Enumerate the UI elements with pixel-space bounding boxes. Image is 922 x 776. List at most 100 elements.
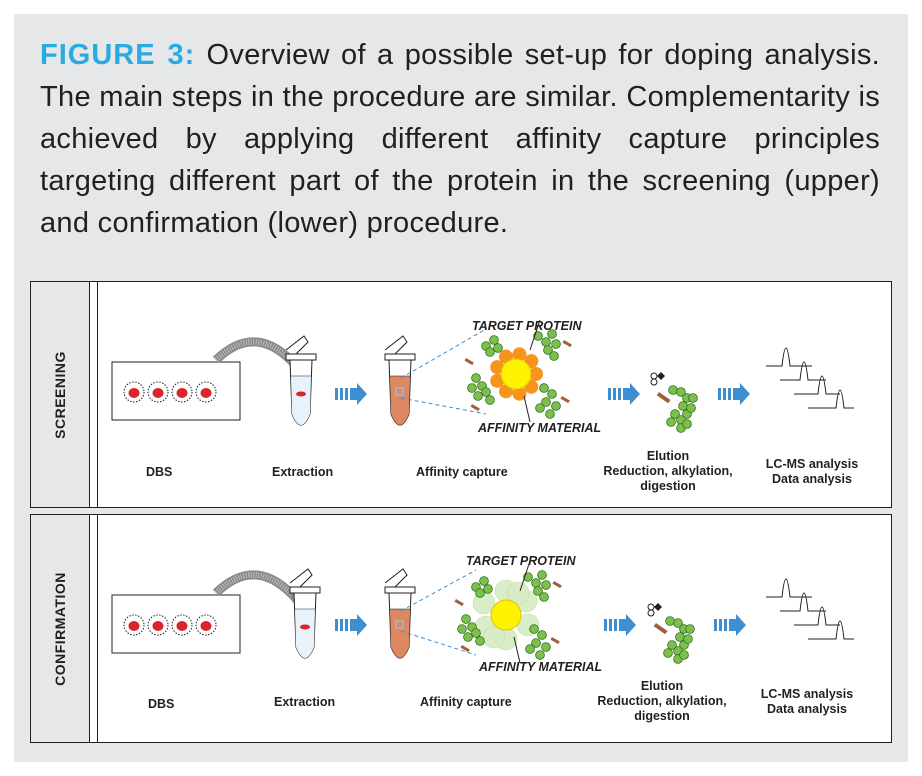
tube-liquid [390, 376, 410, 425]
data-analysis-line: Data analysis [767, 702, 847, 716]
target-protein [467, 373, 495, 405]
blood-spot [200, 388, 212, 398]
scissors-icon [650, 378, 658, 386]
affinity-bead [490, 599, 522, 631]
tube-cap [384, 335, 408, 355]
linker [550, 636, 560, 645]
linker [562, 340, 572, 348]
capture-window [395, 620, 404, 629]
antibody-ligand [482, 625, 506, 649]
protein-residue [678, 401, 688, 411]
scissors-icon [657, 372, 665, 380]
ligand-petal [529, 367, 543, 381]
screening-illustration [111, 319, 854, 433]
target-protein [535, 383, 561, 419]
figure-label: FIGURE 3: [40, 39, 196, 71]
tube-rim [384, 586, 416, 594]
chromatogram-trace [766, 578, 812, 598]
extraction-tube [285, 335, 317, 426]
confirmation-workflow: DBS Extraction Affinity capture Elution … [97, 515, 891, 742]
arrow-stripe [340, 388, 343, 400]
tube-cap [285, 335, 309, 355]
affinity-complex [464, 319, 572, 423]
arrow-stripe [618, 388, 621, 400]
digested-protein [647, 603, 695, 664]
protein-residue [541, 337, 551, 347]
arrow-stripe [335, 388, 338, 400]
scissors-icon [647, 609, 655, 617]
protein-residue [535, 650, 545, 660]
confirmation-side-label: CONFIRMATION [52, 571, 68, 686]
linker [464, 358, 474, 366]
protein-residue [686, 403, 696, 413]
arrow-head [350, 383, 367, 405]
extraction-label: Extraction [272, 465, 334, 479]
affinity-material-label: AFFINITY MATERIAL [478, 421, 602, 435]
capture-tube [384, 568, 416, 659]
tube-cap [384, 568, 408, 588]
zoom-line [400, 328, 487, 379]
process-arrow [604, 614, 636, 636]
tube-cap [289, 568, 313, 588]
arrow-head [733, 383, 750, 405]
extracted-spot [296, 391, 306, 397]
process-arrow [718, 383, 750, 405]
blood-spot [128, 388, 140, 398]
dbs-label: DBS [148, 697, 175, 711]
lcms-line: LC-MS analysis [760, 687, 854, 701]
affinity-material-label: AFFINITY MATERIAL [479, 660, 603, 674]
protein-residue [551, 401, 561, 411]
data-analysis-line: Data analysis [772, 472, 852, 486]
protein-residue [549, 351, 559, 361]
arrow-head [350, 614, 367, 636]
ligand-petal [512, 347, 527, 362]
antibody-ligand [506, 581, 530, 605]
arrow-stripe [714, 619, 717, 631]
ligand-petal [490, 373, 505, 388]
protein-residue [529, 624, 539, 634]
arrow-stripe [608, 388, 611, 400]
arrow-stripe [345, 388, 348, 400]
material-pointer [513, 636, 521, 664]
affinity-complex [454, 560, 562, 664]
peptide-chain [663, 616, 695, 664]
arrow-stripe [719, 619, 722, 631]
arrow-stripe [724, 619, 727, 631]
scissors-icon [654, 603, 662, 611]
arrow-stripe [723, 388, 726, 400]
extracted-spot [300, 624, 310, 630]
lcms-chromatograms [766, 578, 854, 640]
tube-liquid [390, 609, 410, 658]
elution-line: Elution [646, 449, 690, 463]
protein-residue [541, 642, 551, 652]
protein-residue [473, 391, 483, 401]
chromatogram-trace [766, 347, 812, 367]
protein-residue [525, 644, 535, 654]
target-protein [533, 329, 561, 361]
arrow-stripe [728, 388, 731, 400]
blood-spot [152, 621, 164, 631]
protein-residue [683, 634, 693, 644]
lcms-label: LC-MS analysis Data analysis [753, 457, 871, 487]
digested-protein [650, 372, 698, 433]
chromatogram-trace [780, 592, 826, 612]
linker [470, 404, 480, 412]
affinity-capture-label: Affinity capture [420, 695, 512, 709]
screening-side-label: SCREENING [52, 350, 68, 439]
screening-side-bar: SCREENING [31, 282, 90, 507]
arrow-stripe [335, 619, 338, 631]
protein-residue [471, 373, 481, 383]
protein-residue [531, 578, 541, 588]
figure-caption: FIGURE 3: Overview of a possible set-up … [40, 34, 880, 244]
lcms-line: LC-MS analysis [765, 457, 859, 471]
scissors-icon [647, 603, 655, 611]
arrow-head [623, 383, 640, 405]
digestion-line: digestion [640, 479, 696, 493]
target-protein [525, 624, 551, 660]
linker [560, 396, 570, 404]
reduction-line: Reduction, alkylation, [603, 464, 733, 478]
protein-residue [475, 588, 485, 598]
zoom-line [400, 630, 477, 656]
protein-residue [539, 592, 549, 602]
dbs-card [111, 594, 241, 654]
